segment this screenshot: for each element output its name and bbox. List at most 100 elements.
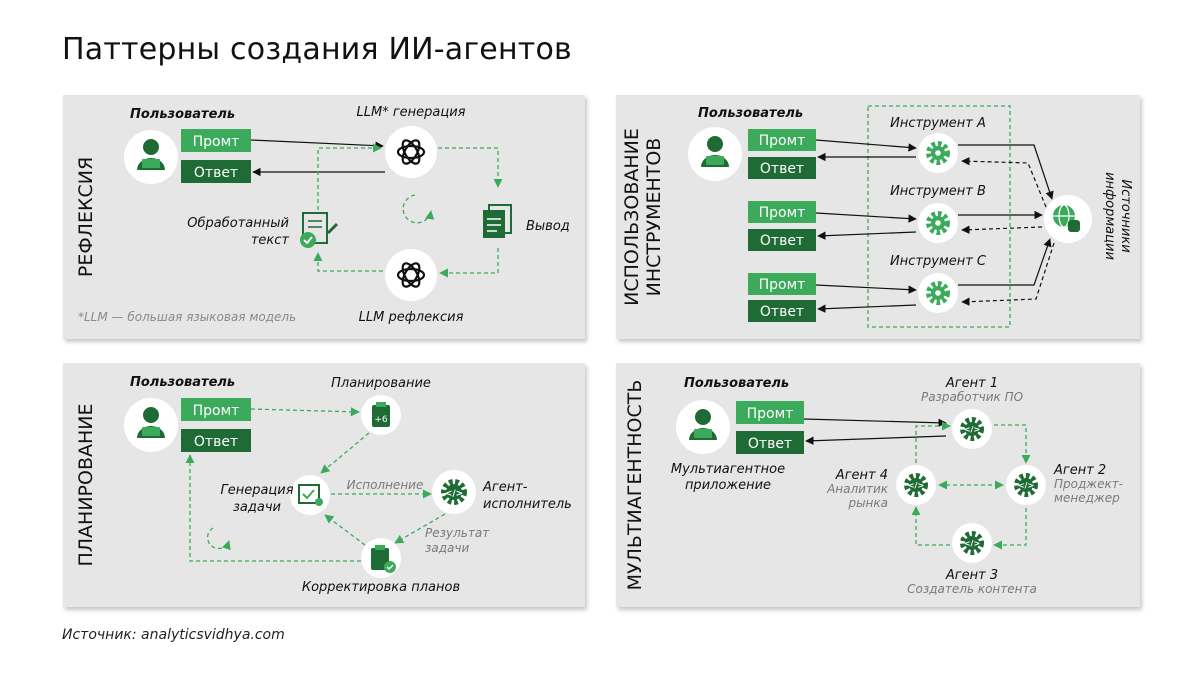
agent3-gear-icon: </> — [952, 523, 992, 563]
planning-heading: ПЛАНИРОВАНИЕ — [75, 403, 97, 566]
task-result-label-1: Результат — [425, 526, 490, 540]
prompt-to-tool-a-arrow — [815, 139, 917, 152]
tool-a-label: Инструмент A — [890, 116, 986, 131]
user-avatar-icon — [124, 130, 178, 184]
reflection-diagram: РЕФЛЕКСИЯ Пользователь Промт Ответ LLM* … — [75, 105, 570, 325]
llm-reflection-icon — [385, 249, 437, 301]
multi-agent-panel: МУЛЬТИАГЕНТНОСТЬ Пользователь Мультиаген… — [616, 363, 1140, 607]
answer-label: Ответ — [194, 434, 238, 450]
prompt-box-b — [748, 201, 816, 223]
svg-text:</>: </> — [964, 539, 980, 548]
loop-cycle-icon — [206, 527, 231, 551]
svg-text:</>: </> — [1018, 481, 1034, 490]
agent4-name: Агент 4 — [835, 468, 888, 483]
agent3-name: Агент 3 — [945, 568, 998, 583]
tool-c-gear-icon — [918, 273, 958, 313]
prompt-to-agent1-arrow — [803, 418, 947, 427]
prompt-box — [181, 398, 251, 421]
svg-text:</>: </> — [908, 481, 924, 490]
source-caption: Источник: analyticsvidhya.com — [62, 627, 285, 643]
tool-a-gear-icon — [918, 133, 958, 173]
planning-diagram: ПЛАНИРОВАНИЕ Пользователь Промт Ответ Пл… — [75, 375, 572, 595]
agent2-to-agent3-arrow — [993, 508, 1027, 550]
planning-panel: ПЛАНИРОВАНИЕ Пользователь Промт Ответ Пл… — [63, 363, 585, 607]
processed-text-label-2: текст — [251, 233, 290, 248]
planning-clipboard-icon: +6 — [361, 395, 401, 435]
user-label: Пользователь — [130, 375, 235, 390]
prompt-label: Промт — [193, 134, 240, 150]
sources-label-1: Источники — [1118, 179, 1133, 252]
svg-text:+6: +6 — [374, 415, 388, 425]
answer-box — [736, 431, 804, 454]
multi-agent-app-label-2: приложение — [685, 478, 771, 493]
tool-use-panel: ИСПОЛЬЗОВАНИЕ ИНСТРУМЕНТОВ Пользователь … — [616, 95, 1140, 339]
user-label: Пользователь — [130, 107, 235, 122]
gen-to-output-arrow — [438, 147, 503, 188]
prompt-box-a — [748, 129, 816, 151]
answer-box — [181, 429, 251, 452]
agent-to-correction-arrow — [394, 513, 446, 544]
agent2-name: Агент 2 — [1053, 463, 1106, 478]
agent2-role-2: менеджер — [1054, 491, 1120, 505]
agent1-gear-icon: </> — [952, 409, 992, 449]
user-label: Пользователь — [684, 376, 789, 391]
information-sources-globe-icon — [1044, 195, 1092, 243]
plan-correction-clipboard-icon — [361, 538, 401, 578]
planning-label: Планирование — [331, 376, 431, 391]
tool-b-to-answer-arrow — [817, 231, 917, 240]
svg-text:</>: </> — [445, 489, 463, 499]
prompt-box — [181, 129, 251, 152]
llm-reflection-label: LLM рефлексия — [359, 310, 464, 325]
processed-text-label-1: Обработанный — [187, 216, 289, 231]
execution-label: Исполнение — [347, 478, 424, 492]
task-generation-label-2: задачи — [233, 500, 281, 515]
prompt-label: Промт — [747, 406, 794, 422]
sources-to-tool-c-arrow — [961, 242, 1055, 306]
processed-to-llm-arrow — [317, 143, 382, 210]
tool-c-to-sources-arrow — [958, 238, 1052, 286]
prompt-label-c: Промт — [759, 277, 806, 293]
page-title: Паттерны создания ИИ-агентов — [62, 32, 572, 67]
agent2-gear-icon: </> — [1006, 465, 1046, 505]
plan-correction-label: Корректировка планов — [302, 580, 460, 595]
prompt-label: Промт — [193, 403, 240, 419]
prompt-box-c — [748, 273, 816, 295]
agent4-role-1: Аналитик — [826, 482, 889, 496]
answer-label: Ответ — [748, 436, 792, 452]
tool-use-diagram: ИСПОЛЬЗОВАНИЕ ИНСТРУМЕНТОВ Пользователь … — [621, 105, 1133, 328]
tools-group-frame — [867, 105, 1011, 328]
prompt-to-llm-arrow — [250, 139, 384, 150]
agent4-role-2: рынка — [847, 496, 888, 510]
agent4-to-agent1-arrow — [915, 421, 951, 463]
task-generation-label-1: Генерация — [220, 483, 293, 498]
sources-label-2: информации — [1102, 172, 1117, 260]
multi-agent-heading: МУЛЬТИАГЕНТНОСТЬ — [624, 380, 646, 591]
tool-c-label: Инструмент C — [890, 254, 987, 269]
agent1-to-agent2-arrow — [994, 424, 1031, 464]
agent1-role: Разработчик ПО — [921, 390, 1023, 404]
answer-label-b: Ответ — [760, 233, 804, 249]
agent4-gear-icon: </> — [896, 465, 936, 505]
reflection-heading: РЕФЛЕКСИЯ — [75, 157, 97, 277]
tool-a-to-sources-arrow — [958, 144, 1054, 200]
agent2-role-1: Проджект- — [1054, 477, 1123, 491]
tool-b-gear-icon — [918, 203, 958, 243]
output-document-icon — [483, 204, 512, 238]
output-to-reflection-arrow — [439, 248, 499, 278]
sources-to-tool-a-arrow — [961, 157, 1047, 208]
correction-to-answer-arrow — [185, 454, 361, 562]
tool-use-heading-1: ИСПОЛЬЗОВАНИЕ — [621, 128, 643, 306]
answer-box-a — [748, 157, 816, 179]
llm-generation-icon — [385, 126, 437, 178]
answer-label: Ответ — [194, 165, 238, 181]
tool-c-to-answer-arrow — [817, 304, 917, 313]
executor-agent-label-1: Агент- — [482, 480, 528, 495]
reflection-panel: РЕФЛЕКСИЯ Пользователь Промт Ответ LLM* … — [63, 95, 585, 339]
task-generation-icon — [290, 475, 330, 515]
output-label: Вывод — [526, 219, 570, 234]
multi-agent-diagram: МУЛЬТИАГЕНТНОСТЬ Пользователь Мультиаген… — [624, 376, 1123, 596]
prompt-to-planning-arrow — [250, 407, 360, 417]
prompt-to-tool-b-arrow — [815, 212, 917, 223]
llm-generation-label: LLM* генерация — [357, 105, 466, 120]
svg-text:</>: </> — [964, 425, 980, 434]
